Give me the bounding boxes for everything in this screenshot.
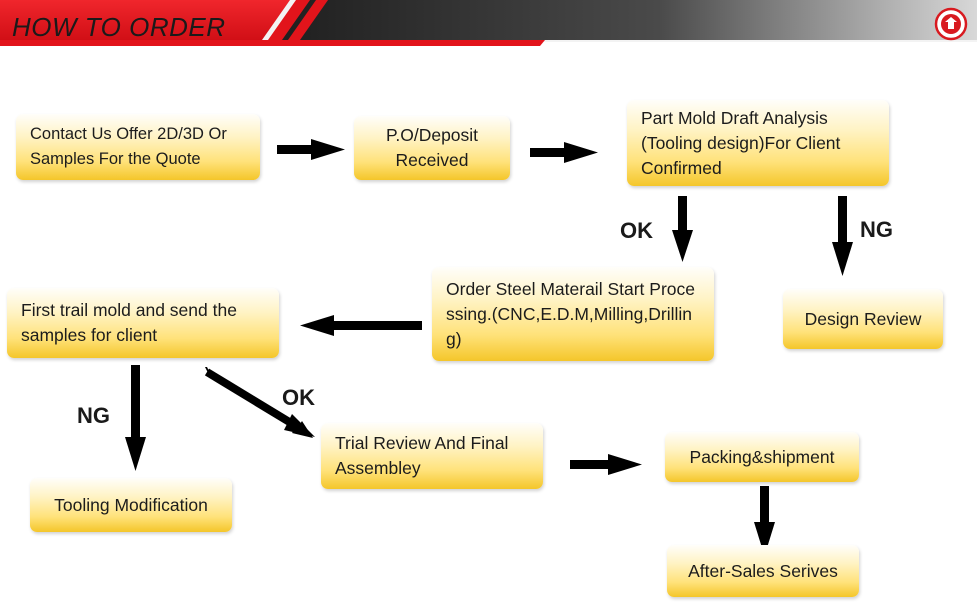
step-order-steel-box: Order Steel Materail Start Processing.(C…: [432, 267, 714, 361]
step-order-steel-text: Order Steel Materail Start Processing.(C…: [446, 278, 695, 349]
arrow-draft-ok-down-icon: [672, 196, 693, 262]
step-contact-box: Contact Us Offer 2D/3D Or Samples For th…: [16, 114, 260, 180]
step-contact-text: Contact Us Offer 2D/3D Or Samples For th…: [30, 125, 227, 168]
step-first-trial-box: First trail mold and send the samples fo…: [7, 288, 279, 358]
step-packing-text: Packing&shipment: [689, 446, 835, 467]
step-after-sales-box: After-Sales Serives: [667, 545, 859, 597]
step-first-trial-text: First trail mold and send the samples fo…: [21, 300, 237, 345]
step-draft-analysis-box: Part Mold Draft Analysis (Tooling design…: [627, 100, 889, 186]
label-ng-draft: NG: [860, 217, 893, 242]
step-design-review-text: Design Review: [804, 308, 922, 329]
page-title: HOW TO ORDER: [12, 12, 226, 42]
arrow-first-trial-ng-down-icon: [125, 365, 146, 471]
step-tooling-modification-text: Tooling Modification: [54, 494, 208, 515]
step-po-deposit-box: P.O/Deposit Received: [354, 116, 510, 180]
label-ng-trial: NG: [77, 403, 110, 428]
step-after-sales-text: After-Sales Serives: [688, 560, 838, 581]
arrow-po-to-draft-icon: [530, 142, 598, 163]
company-logo-icon: [934, 7, 968, 41]
step-po-deposit-text: P.O/Deposit Received: [385, 125, 479, 170]
label-ok-draft: OK: [620, 218, 653, 243]
step-packing-box: Packing&shipment: [665, 432, 859, 482]
step-tooling-modification-box: Tooling Modification: [30, 478, 232, 532]
arrow-draft-ng-down-icon: [832, 196, 853, 276]
step-draft-analysis-text: Part Mold Draft Analysis (Tooling design…: [641, 107, 841, 178]
step-trial-review-text: Trial Review And Final Assembley: [335, 433, 509, 478]
arrow-steel-to-first-trial-icon: [300, 315, 422, 336]
header-banner: HOW TO ORDER: [0, 0, 977, 48]
label-ok-trial: OK: [282, 385, 315, 410]
header-band-graphic: [0, 0, 977, 48]
arrow-contact-to-po-icon: [277, 139, 345, 160]
step-trial-review-box: Trial Review And Final Assembley: [321, 423, 543, 489]
arrow-trial-to-packing-icon: [570, 454, 642, 475]
step-design-review-box: Design Review: [783, 289, 943, 349]
